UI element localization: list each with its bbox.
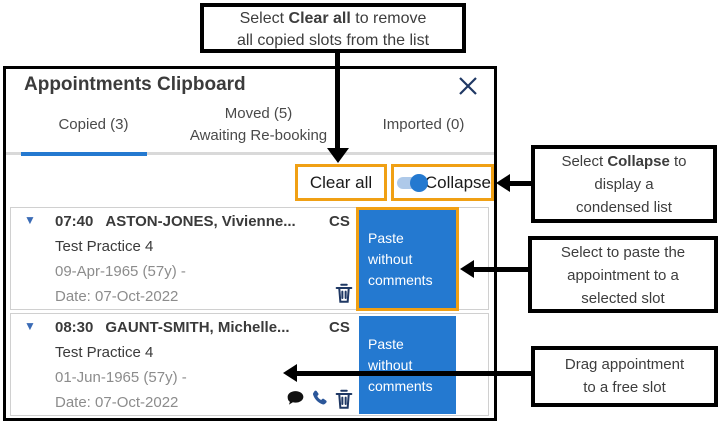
connector-line-paste bbox=[473, 267, 528, 272]
annotation-paste: Select to paste the appointment to a sel… bbox=[528, 236, 718, 313]
toggle-knob bbox=[410, 173, 428, 192]
paste-without-comments-button[interactable]: Paste without comments bbox=[356, 207, 459, 311]
connector-line-vertical bbox=[335, 52, 340, 149]
collapse-toggle[interactable]: Collapse bbox=[391, 164, 494, 201]
arrow-left-icon bbox=[283, 364, 297, 382]
annotation-text: Select bbox=[239, 10, 289, 27]
page-title: Appointments Clipboard bbox=[24, 74, 246, 95]
annotation-text: selected slot bbox=[581, 290, 665, 307]
annotation-text: appointment to a bbox=[567, 267, 679, 284]
patient-dob: 01-Jun-1965 (57y) - bbox=[55, 369, 187, 386]
tab-moved-label-line1: Moved (5) bbox=[224, 105, 293, 122]
annotation-text: all copied slots from the list bbox=[236, 32, 430, 49]
appointment-date: Date: 07-Oct-2022 bbox=[55, 394, 179, 411]
appointment-time: 07:40 bbox=[55, 213, 94, 230]
patient-dob: 09-Apr-1965 (57y) - bbox=[55, 263, 186, 280]
toggle-track[interactable] bbox=[397, 173, 428, 192]
annotation-bold-text: Clear all bbox=[288, 10, 351, 27]
expand-triangle-icon[interactable]: ▼ bbox=[24, 213, 36, 227]
patient-name: GAUNT-SMITH, Michelle... bbox=[105, 319, 290, 336]
annotation-text: Select bbox=[561, 153, 608, 170]
arrow-down-icon bbox=[327, 148, 349, 163]
tab-imported-label: Imported (0) bbox=[382, 116, 465, 133]
close-icon bbox=[456, 74, 480, 101]
delete-icon[interactable] bbox=[333, 282, 355, 304]
annotation-drag: Drag appointment to a free slot bbox=[531, 346, 718, 407]
comment-icon[interactable] bbox=[285, 388, 307, 410]
practice-name: Test Practice 4 bbox=[55, 238, 154, 255]
phone-icon[interactable] bbox=[309, 388, 331, 410]
annotation-text: condensed list bbox=[576, 199, 672, 216]
tab-underline bbox=[6, 152, 494, 155]
connector-line-collapse bbox=[508, 181, 531, 186]
patient-name: ASTON-JONES, Vivienne... bbox=[105, 213, 296, 230]
practice-name: Test Practice 4 bbox=[55, 344, 154, 361]
appointment-row-2[interactable]: ▼ 08:30 GAUNT-SMITH, Michelle... CS Test … bbox=[10, 313, 489, 416]
tab-moved[interactable]: Moved (5) Awaiting Re-booking bbox=[156, 103, 361, 147]
clear-all-button[interactable]: Clear all bbox=[295, 164, 387, 201]
tab-copied-label: Copied (3) bbox=[58, 116, 129, 133]
close-button[interactable] bbox=[452, 72, 484, 102]
annotation-text: to remove bbox=[350, 10, 427, 27]
arrow-left-icon bbox=[460, 260, 474, 278]
appointments-clipboard-panel: Appointments Clipboard Copied (3) Moved … bbox=[3, 66, 497, 421]
annotation-text: to bbox=[669, 153, 687, 170]
paste-without-comments-button[interactable]: Paste without comments bbox=[359, 316, 456, 414]
annotation-clear-all: Select Clear all to remove all copied sl… bbox=[200, 3, 466, 53]
annotation-bold-text: Collapse bbox=[607, 153, 670, 170]
tab-copied[interactable]: Copied (3) bbox=[31, 103, 156, 136]
collapse-label: Collapse bbox=[424, 172, 491, 192]
annotation-text: Select to paste the bbox=[560, 244, 686, 261]
connector-line-drag bbox=[296, 371, 531, 376]
active-tab-indicator bbox=[21, 152, 147, 156]
arrow-left-icon bbox=[496, 174, 510, 192]
appointment-time: 08:30 bbox=[55, 319, 94, 336]
annotation-text: display a bbox=[594, 176, 654, 193]
expand-triangle-icon[interactable]: ▼ bbox=[24, 319, 36, 333]
appointment-time-name: 07:40 ASTON-JONES, Vivienne... bbox=[55, 213, 296, 230]
delete-icon[interactable] bbox=[333, 388, 355, 410]
tab-moved-label-line2: Awaiting Re-booking bbox=[189, 127, 328, 144]
slot-type-badge: CS bbox=[329, 319, 350, 336]
slot-type-badge: CS bbox=[329, 213, 350, 230]
annotation-text: to a free slot bbox=[583, 379, 666, 396]
tab-imported[interactable]: Imported (0) bbox=[361, 103, 486, 136]
appointment-time-name: 08:30 GAUNT-SMITH, Michelle... bbox=[55, 319, 290, 336]
appointment-date: Date: 07-Oct-2022 bbox=[55, 288, 179, 305]
annotation-text: Drag appointment bbox=[564, 356, 685, 373]
annotation-collapse: Select Collapse to display a condensed l… bbox=[531, 145, 717, 223]
appointment-row-1[interactable]: ▼ 07:40 ASTON-JONES, Vivienne... CS Test … bbox=[10, 207, 489, 311]
